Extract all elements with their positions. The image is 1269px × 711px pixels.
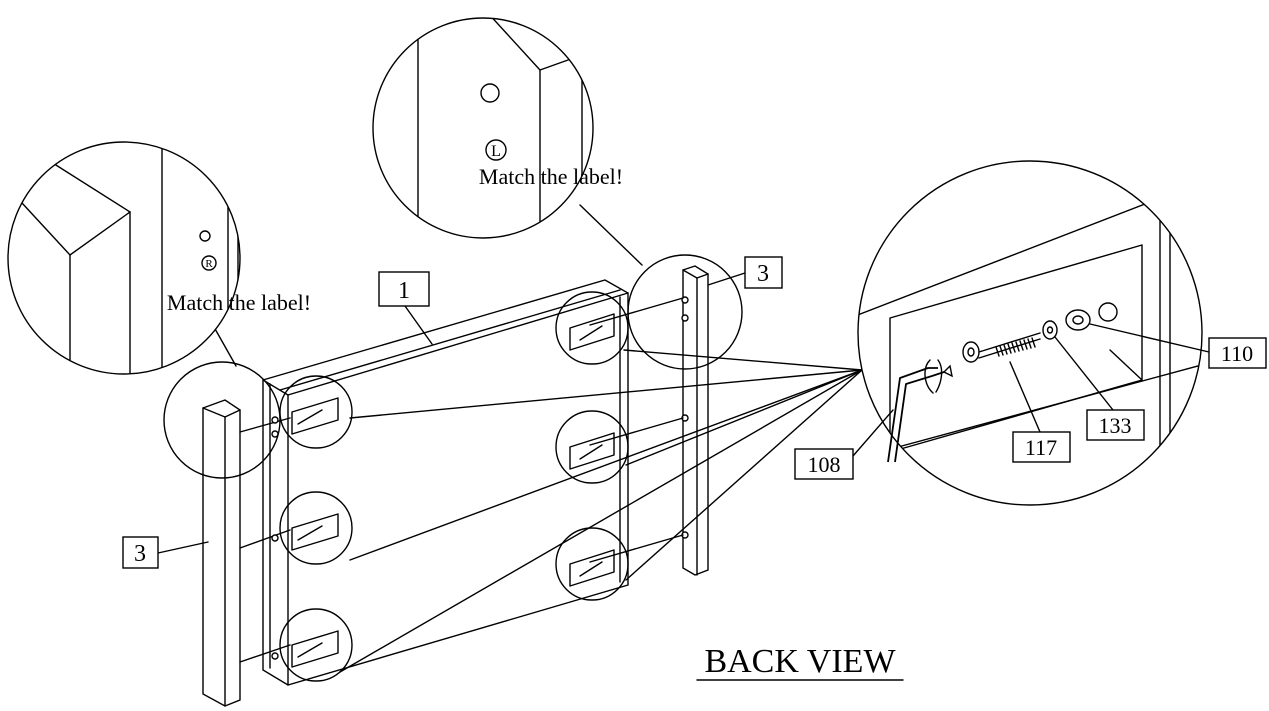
view-title: BACK VIEW bbox=[704, 643, 896, 680]
hole-marker bbox=[681, 314, 689, 322]
leader-part-3-right bbox=[707, 272, 746, 286]
leader-part-133 bbox=[1054, 336, 1114, 411]
callout-part-117: 117 bbox=[1012, 431, 1071, 463]
leader-part-1 bbox=[404, 305, 433, 345]
l-marker: L bbox=[491, 143, 501, 160]
leader-part-110 bbox=[1089, 323, 1210, 353]
detail-leaders bbox=[339, 349, 863, 673]
label-check-circle-left bbox=[163, 361, 281, 479]
r-marker-ring bbox=[201, 255, 217, 271]
callout-part-3-right: 3 bbox=[744, 256, 783, 289]
left-detail-magnifier: R Match the label! bbox=[7, 141, 311, 375]
svg-text:117: 117 bbox=[1025, 435, 1057, 460]
hole-marker bbox=[681, 296, 689, 304]
leader-part-3-left bbox=[157, 541, 209, 554]
leader-part-117 bbox=[1009, 361, 1041, 433]
svg-text:3: 3 bbox=[134, 541, 146, 567]
left-post bbox=[202, 399, 241, 707]
svg-text:3: 3 bbox=[757, 261, 769, 287]
top-detail-magnifier: L Match the label! bbox=[372, 17, 623, 239]
rotation-arrow bbox=[924, 359, 934, 394]
leader-top-magnify bbox=[579, 204, 643, 266]
bolt-shaft bbox=[978, 332, 1041, 353]
svg-text:108: 108 bbox=[808, 452, 841, 477]
match-label-left: Match the label! bbox=[167, 290, 311, 315]
hole-marker bbox=[480, 83, 500, 103]
bolt-thread bbox=[995, 337, 1036, 357]
l-marker-ring bbox=[485, 139, 507, 161]
hex-key bbox=[887, 367, 938, 463]
svg-text:133: 133 bbox=[1099, 413, 1132, 438]
r-marker: R bbox=[205, 258, 213, 270]
callout-part-108: 108 bbox=[794, 448, 854, 480]
match-label-top: Match the label! bbox=[479, 164, 623, 189]
receiving-hole bbox=[1098, 302, 1118, 322]
right-post bbox=[681, 265, 709, 576]
callout-part-3-left: 3 bbox=[122, 536, 159, 569]
right-pins bbox=[589, 297, 684, 563]
label-check-circle-right bbox=[627, 254, 743, 370]
svg-text:110: 110 bbox=[1221, 341, 1253, 366]
callout-part-133: 133 bbox=[1086, 409, 1145, 441]
back-panel bbox=[262, 279, 629, 686]
leader-part-108 bbox=[852, 409, 894, 457]
svg-text:1: 1 bbox=[398, 278, 410, 304]
hole-marker bbox=[199, 230, 211, 242]
left-pins bbox=[239, 416, 291, 663]
callout-part-110: 110 bbox=[1208, 337, 1267, 369]
callout-part-1: 1 bbox=[378, 271, 430, 307]
